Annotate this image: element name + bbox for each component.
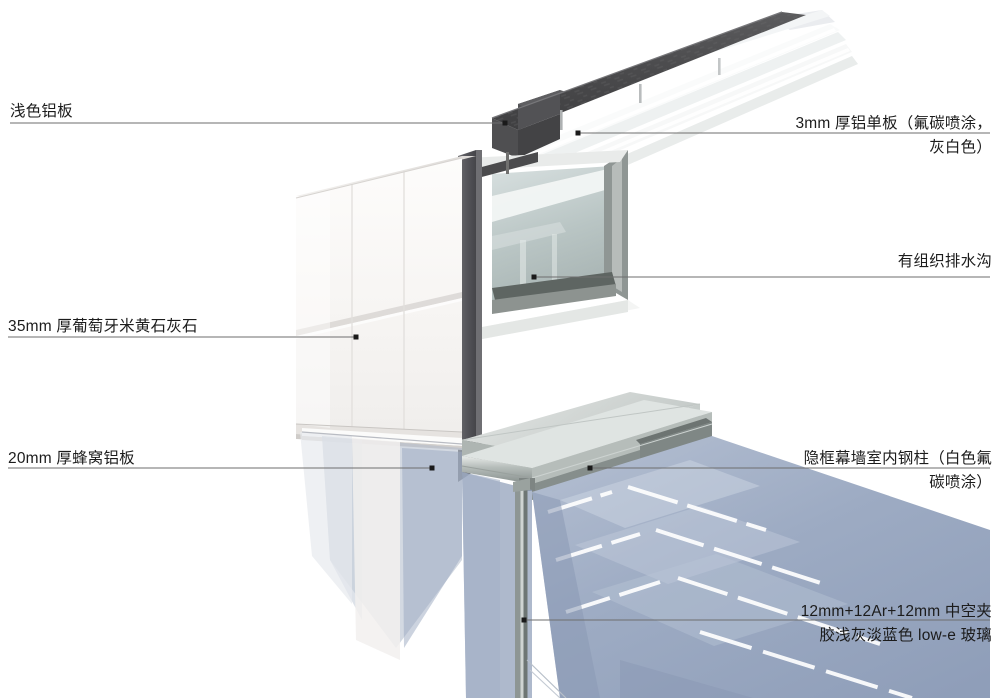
floor-shadow bbox=[462, 472, 532, 698]
leader-lines-group bbox=[8, 120, 990, 623]
cast-shadow-left bbox=[300, 431, 463, 660]
leader-dot-aluminum-single-panel-3mm bbox=[575, 130, 581, 136]
leader-dot-insulated-laminated-lowe-glass bbox=[521, 617, 527, 623]
callout-honeycomb-aluminum-panel: 20mm 厚蜂窝铝板 bbox=[8, 450, 135, 467]
leader-dot-light-aluminum-panel bbox=[502, 120, 508, 126]
vertical-mullion-edge bbox=[458, 150, 482, 482]
dark-cap-flashing bbox=[491, 11, 806, 158]
callout-light-aluminum-panel: 浅色铝板 bbox=[10, 103, 73, 120]
callout-hidden-frame-steel-column: 隐框幕墙室内钢柱（白色氟 碳喷涂） bbox=[803, 450, 992, 491]
callout-lowe-insulated-glass: 12mm+12Ar+12mm 中空夹 胶浅灰淡蓝色 low-e 玻璃 bbox=[800, 603, 992, 644]
roof-support-pins bbox=[560, 58, 721, 130]
drainage-gutter-recess bbox=[466, 150, 640, 342]
leader-dot-honeycomb-aluminum-panel-20mm bbox=[429, 465, 435, 471]
leader-dot-organized-drainage-gutter bbox=[531, 274, 537, 280]
aluminum-soffit-slabs bbox=[518, 24, 858, 200]
construction-edge-lines bbox=[295, 157, 701, 441]
callout-aluminum-single-panel-3mm: 3mm 厚铝单板（氟碳喷涂， 灰白色） bbox=[795, 115, 992, 156]
leader-dot-portuguese-beige-limestone-35mm bbox=[353, 334, 359, 340]
stone-clad-wall bbox=[296, 156, 476, 447]
leader-dot-hidden-frame-curtainwall-steel-column bbox=[587, 465, 593, 471]
steel-column-mullion bbox=[513, 478, 567, 698]
low-e-glass-pane bbox=[532, 436, 990, 698]
callout-portuguese-beige-limestone: 35mm 厚葡萄牙米黄石灰石 bbox=[8, 318, 198, 335]
callout-organized-drainage-gutter: 有组织排水沟 bbox=[897, 253, 992, 270]
